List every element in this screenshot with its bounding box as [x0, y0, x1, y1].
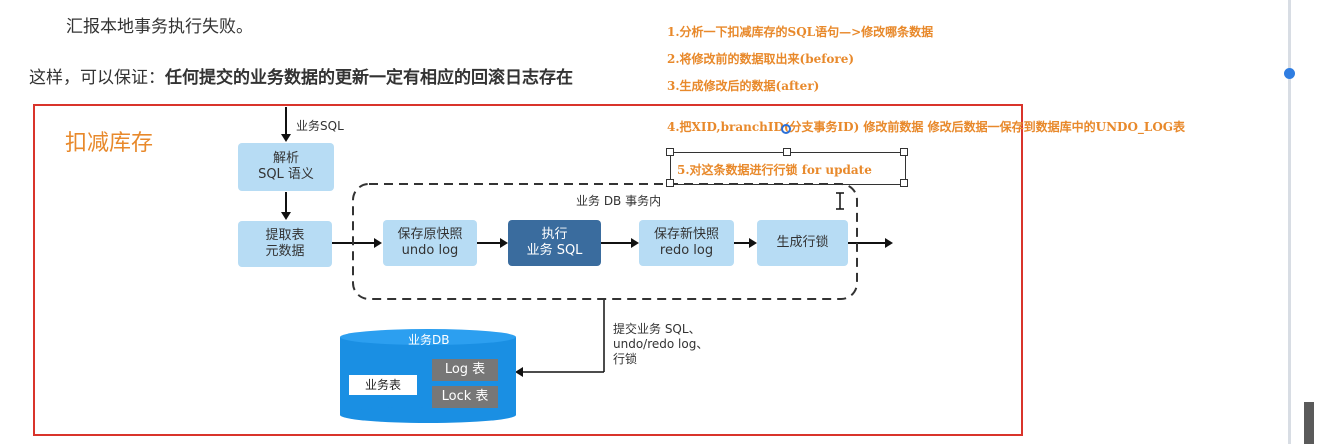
text-cursor-icon: [836, 192, 844, 210]
undo-line2: undo log: [401, 243, 459, 258]
resize-handle-br[interactable]: [900, 179, 908, 187]
commit-line2: undo/redo log、: [613, 337, 709, 351]
extract-line1: 提取表: [265, 228, 305, 243]
group-label: 业务 DB 事务内: [576, 194, 662, 208]
note-5: 5.对这条数据进行行锁 for update: [677, 163, 872, 177]
exec-line1: 执行: [541, 227, 568, 242]
commit-line3: 行锁: [613, 352, 638, 366]
lock-table: Lock 表: [432, 386, 498, 408]
doc-sentence-prefix: 这样，可以保证：: [29, 68, 165, 88]
redo-line2: redo log: [659, 243, 714, 258]
note-2: 2.将修改前的数据取出来(before): [667, 52, 855, 66]
resize-handle-tm[interactable]: [783, 148, 791, 156]
undo-box: 保存原快照 undo log: [383, 220, 477, 266]
redo-box: 保存新快照 redo log: [639, 220, 734, 266]
diagram-frame: [33, 104, 1023, 436]
db-label: 业务DB: [408, 333, 450, 347]
redo-line1: 保存新快照: [653, 227, 719, 242]
log-table: Log 表: [432, 359, 498, 381]
commit-line1: 提交业务 SQL、: [613, 322, 701, 336]
diagram-title: 扣减库存: [65, 131, 154, 156]
biz-table: 业务表: [349, 375, 417, 395]
rotate-cursor-icon: [781, 124, 791, 134]
handle-dot-icon[interactable]: [1284, 68, 1295, 79]
resize-handle-tr[interactable]: [900, 148, 908, 156]
parse-line2: SQL 语义: [258, 167, 314, 182]
parse-line1: 解析: [272, 151, 299, 166]
doc-sentence-bold: 任何提交的业务数据的更新一定有相应的回滚日志存在: [165, 68, 573, 88]
note-3: 3.生成修改后的数据(after): [667, 79, 820, 93]
extract-box: 提取表 元数据: [238, 221, 332, 267]
doc-sentence: 这样，可以保证：任何提交的业务数据的更新一定有相应的回滚日志存在: [29, 63, 573, 88]
note-1: 1.分析一下扣减库存的SQL语句—>修改哪条数据: [667, 25, 934, 39]
note-4: 4.把XID,branchID(分支事务ID) 修改前数据 修改后数据一保存到数…: [667, 120, 1186, 134]
sql-label: 业务SQL: [296, 119, 344, 133]
parse-box: 解析 SQL 语义: [238, 143, 334, 191]
exec-box: 执行 业务 SQL: [508, 220, 601, 266]
resize-handle-bl[interactable]: [666, 179, 674, 187]
commit-text: 提交业务 SQL、 undo/redo log、 行锁: [613, 322, 708, 367]
undo-line1: 保存原快照: [397, 227, 463, 242]
doc-line-top: 汇报本地事务执行失败。: [66, 17, 253, 37]
extract-line2: 元数据: [265, 244, 305, 259]
selected-textbox[interactable]: 5.对这条数据进行行锁 for update: [670, 152, 906, 185]
scrollbar-thumb[interactable]: [1304, 402, 1314, 444]
page-edge: [1288, 0, 1291, 444]
resize-handle-tl[interactable]: [666, 148, 674, 156]
lock-box: 生成行锁: [757, 220, 848, 266]
exec-line2: 业务 SQL: [526, 243, 583, 258]
